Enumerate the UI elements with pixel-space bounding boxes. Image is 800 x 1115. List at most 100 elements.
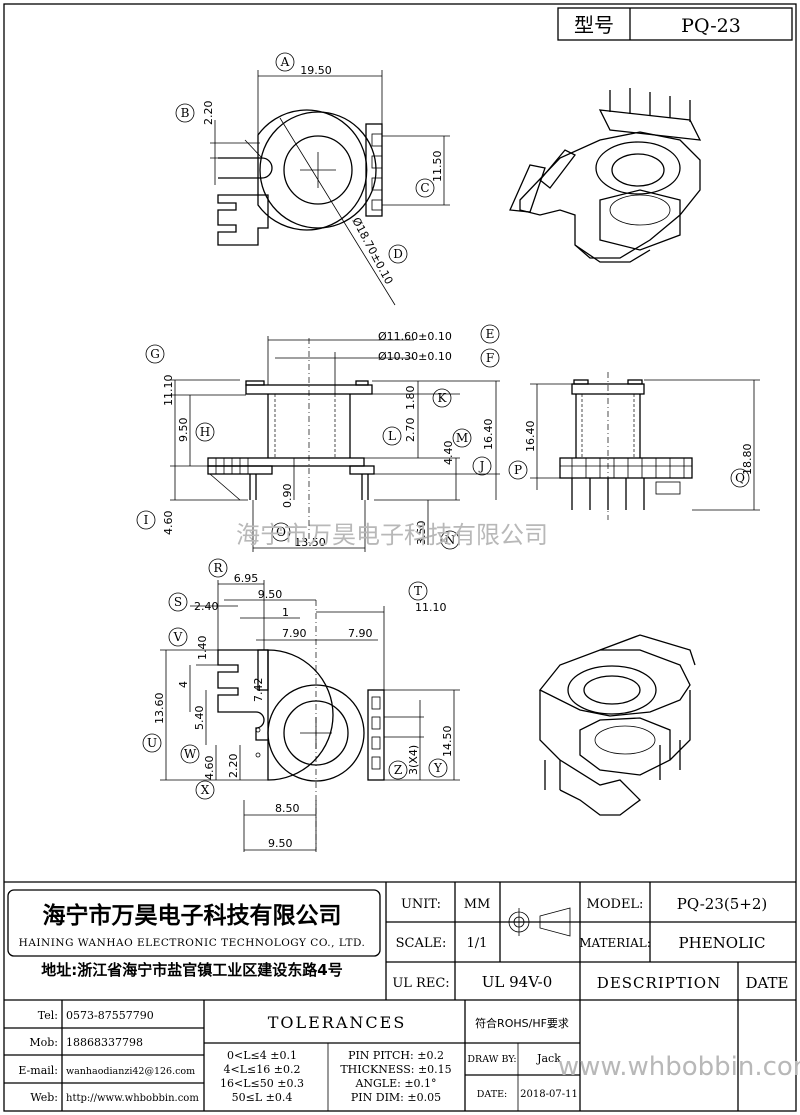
- dim-H: 9.50: [177, 418, 190, 443]
- callout-M: M: [456, 431, 468, 445]
- date-header: DATE: [746, 974, 789, 992]
- tolerance-range-3: 16<L≤50 ±0.3: [220, 1077, 304, 1090]
- tolerance-angle: ANGLE: ±0.1°: [354, 1077, 436, 1090]
- dim-L: 2.70: [404, 418, 417, 443]
- callout-P: P: [514, 463, 522, 477]
- tolerance-range-4: 50≤L ±0.4: [232, 1091, 293, 1104]
- callout-N: N: [445, 533, 456, 547]
- contact-email-value: wanhaodianzi42@126.com: [66, 1066, 195, 1077]
- callout-K: K: [438, 391, 448, 405]
- dim-8-50: 8.50: [275, 802, 300, 815]
- dim-9-50: 9.50: [258, 588, 283, 601]
- top-view: 19.50 2.20 11.50 Ø18.70±0.10: [202, 64, 450, 306]
- company-name-en: HAINING WANHAO ELECTRONIC TECHNOLOGY CO.…: [19, 937, 366, 949]
- date-label: DATE:: [477, 1089, 507, 1100]
- dim-7-90b: 7.90: [348, 627, 373, 640]
- callout-Q: Q: [735, 471, 745, 485]
- drawn-by-value: Jack: [536, 1052, 561, 1065]
- unit-value: MM: [464, 897, 491, 912]
- dim-4: 4: [177, 681, 190, 688]
- dim-B: 2.20: [202, 101, 215, 126]
- top-core-hole: [283, 135, 353, 205]
- contact-web-value: http://www.whbobbin.com: [66, 1093, 199, 1104]
- date-value: 2018-07-11: [520, 1089, 578, 1100]
- callout-Z: Z: [394, 763, 402, 777]
- callout-G: G: [150, 347, 160, 361]
- dim-E: Ø11.60±0.10: [378, 330, 452, 343]
- tolerance-range-2: 4<L≤16 ±0.2: [224, 1063, 301, 1076]
- callout-Y: Y: [433, 761, 443, 775]
- isometric-top: [509, 88, 702, 263]
- title-label: 型号: [574, 13, 614, 37]
- dim-N: 3.50: [415, 521, 428, 546]
- callouts: A B C D E F G H I J K L M N O P Q R S: [136, 52, 750, 800]
- title-block: 海宁市万昊电子科技有限公司 HAINING WANHAO ELECTRONIC …: [4, 881, 800, 1111]
- dim-1: 1: [282, 606, 289, 619]
- drawn-by-label: DRAW BY:: [467, 1054, 516, 1065]
- dim-9-50b: 9.50: [268, 837, 293, 850]
- ulrec-value: UL 94V-0: [482, 973, 553, 991]
- callout-D: D: [393, 247, 403, 261]
- dim-5-40: 5.40: [193, 706, 206, 731]
- dim-W: 4.60: [203, 756, 216, 781]
- description-header: DESCRIPTION: [597, 974, 721, 992]
- dim-U: 13.60: [153, 693, 166, 725]
- contact-email-label: E-mail:: [18, 1064, 58, 1077]
- material-label: MATERIAL:: [579, 936, 651, 950]
- callout-V: V: [173, 630, 183, 644]
- scale-label: SCALE:: [396, 936, 447, 951]
- ulrec-label: UL REC:: [392, 976, 449, 991]
- sheet-border: [3, 3, 797, 1112]
- scale-value: 1/1: [467, 936, 488, 951]
- callout-W: W: [184, 747, 197, 761]
- dim-F: Ø10.30±0.10: [378, 350, 452, 363]
- callout-J: J: [478, 459, 485, 473]
- dim-0-90: 0.90: [281, 484, 294, 509]
- tolerance-range-1: 0<L≤4 ±0.1: [227, 1049, 297, 1062]
- material-value: PHENOLIC: [679, 934, 766, 952]
- dim-2-20: 2.20: [227, 754, 240, 779]
- dim-T: 11.10: [415, 601, 447, 614]
- dim-7-90a: 7.90: [282, 627, 307, 640]
- dim-M: 4.40: [442, 441, 455, 466]
- dim-G: 11.10: [162, 375, 175, 407]
- callout-S: S: [174, 595, 182, 609]
- contact-tel-value: 0573-87557790: [66, 1009, 154, 1022]
- contact-mob-label: Mob:: [29, 1036, 58, 1049]
- unit-label: UNIT:: [401, 897, 441, 912]
- tolerance-pin-dim: PIN DIM: ±0.05: [351, 1091, 441, 1104]
- model-label: MODEL:: [587, 897, 644, 912]
- model-value: PQ-23(5+2): [677, 895, 767, 913]
- callout-H: H: [200, 425, 210, 439]
- dim-O: 13.50: [294, 536, 326, 549]
- dim-I: 4.60: [162, 511, 175, 536]
- contact-web-label: Web:: [30, 1091, 58, 1104]
- tolerance-thickness: THICKNESS: ±0.15: [340, 1063, 451, 1076]
- company-name-cn: 海宁市万昊电子科技有限公司: [43, 902, 342, 929]
- top-outer-flange: [259, 111, 377, 229]
- callout-R: R: [213, 561, 223, 575]
- side-view: Ø11.60±0.10 Ø10.30±0.10 11.10 9.50 4.60 …: [162, 330, 500, 552]
- callout-B: B: [181, 106, 190, 120]
- callout-X: X: [201, 783, 210, 797]
- dim-P: 16.40: [524, 421, 537, 453]
- callout-C: C: [420, 181, 429, 195]
- bottom-view: 6.95 9.50 11.10 2.40 1 7.90 7.90 1.40 7.…: [153, 572, 460, 852]
- dim-Z: 3(X4): [407, 745, 420, 775]
- callout-U: U: [147, 736, 157, 750]
- dim-R: 6.95: [234, 572, 259, 585]
- watermark-center: 海宁市万昊电子科技有限公司: [236, 521, 548, 549]
- watermark-footer: www.whbobbin.com: [558, 1052, 800, 1082]
- dim-K: 1.80: [404, 386, 417, 411]
- contact-mob-value: 18868337798: [66, 1036, 143, 1049]
- dim-J: 16.40: [482, 419, 495, 451]
- dim-Y: 14.50: [441, 726, 454, 758]
- tolerance-pin-pitch: PIN PITCH: ±0.2: [348, 1049, 444, 1062]
- callout-F: F: [486, 351, 494, 365]
- callout-A: A: [280, 55, 290, 69]
- callout-O: O: [276, 525, 286, 539]
- callout-T: T: [414, 584, 422, 598]
- rohs-compliance: 符合ROHS/HF要求: [475, 1016, 569, 1030]
- title-value: PQ-23: [681, 15, 741, 37]
